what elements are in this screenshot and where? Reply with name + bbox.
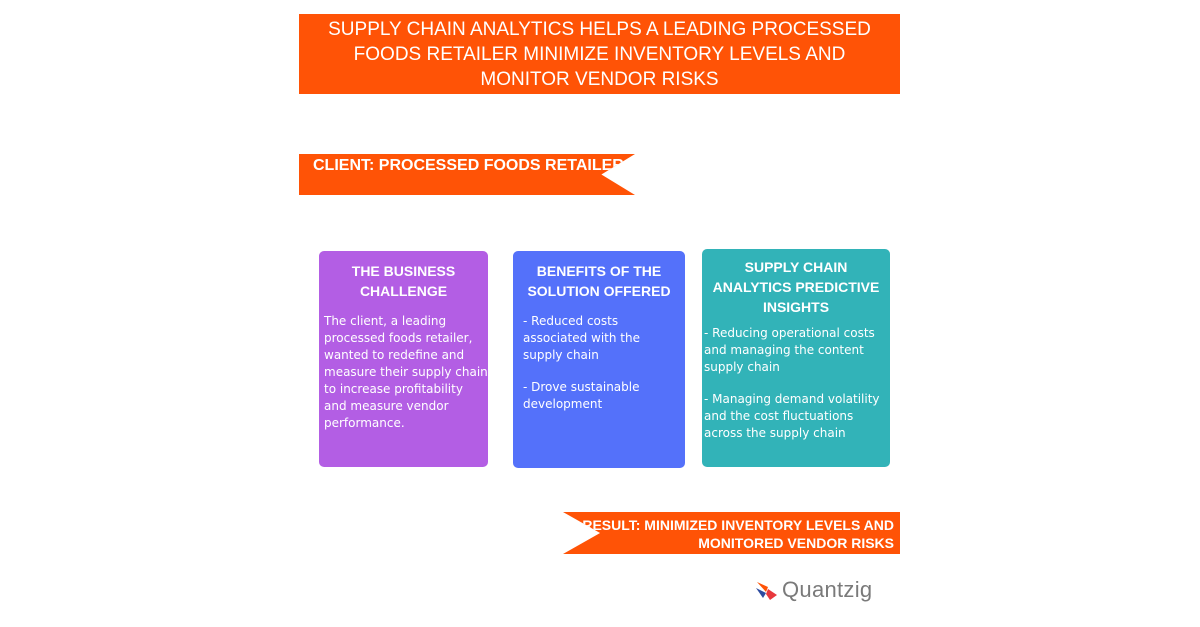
quantzig-logo-icon — [756, 582, 777, 600]
result-label: RESULT: MINIMIZED INVENTORY LEVELS AND M… — [582, 517, 894, 551]
card-title: BENEFITS OF THE SOLUTION OFFERED — [527, 263, 671, 299]
card-body: - Reduced costs associated with the supp… — [513, 313, 685, 413]
result-banner: RESULT: MINIMIZED INVENTORY LEVELS AND M… — [563, 512, 900, 554]
page-title: SUPPLY CHAIN ANALYTICS HELPS A LEADING P… — [328, 18, 871, 90]
client-banner: CLIENT: PROCESSED FOODS RETAILER — [299, 154, 635, 195]
card-text: - Managing demand volatility and the cos… — [704, 392, 880, 440]
card-body: - Reducing operational costs and managin… — [702, 325, 890, 442]
client-label: CLIENT: PROCESSED FOODS RETAILER — [313, 157, 624, 174]
benefits-card: BENEFITS OF THE SOLUTION OFFERED - Reduc… — [513, 251, 685, 468]
business-challenge-card: THE BUSINESS CHALLENGE The client, a lea… — [319, 251, 488, 467]
card-title: SUPPLY CHAIN ANALYTICS PREDICTIVE INSIGH… — [712, 259, 880, 315]
brand-logo: Quantzig — [755, 576, 872, 604]
card-body: The client, a leading processed foods re… — [319, 313, 488, 432]
brand-name: Quantzig — [782, 577, 873, 602]
card-title: THE BUSINESS CHALLENGE — [351, 263, 456, 299]
predictive-insights-card: SUPPLY CHAIN ANALYTICS PREDICTIVE INSIGH… — [702, 249, 890, 467]
card-text: The client, a leading processed foods re… — [324, 314, 488, 430]
card-text: - Reducing operational costs and managin… — [704, 326, 875, 374]
card-text: - Drove sustainable development — [523, 380, 640, 411]
card-text: - Reduced costs associated with the supp… — [523, 314, 640, 362]
title-banner: SUPPLY CHAIN ANALYTICS HELPS A LEADING P… — [299, 14, 900, 94]
